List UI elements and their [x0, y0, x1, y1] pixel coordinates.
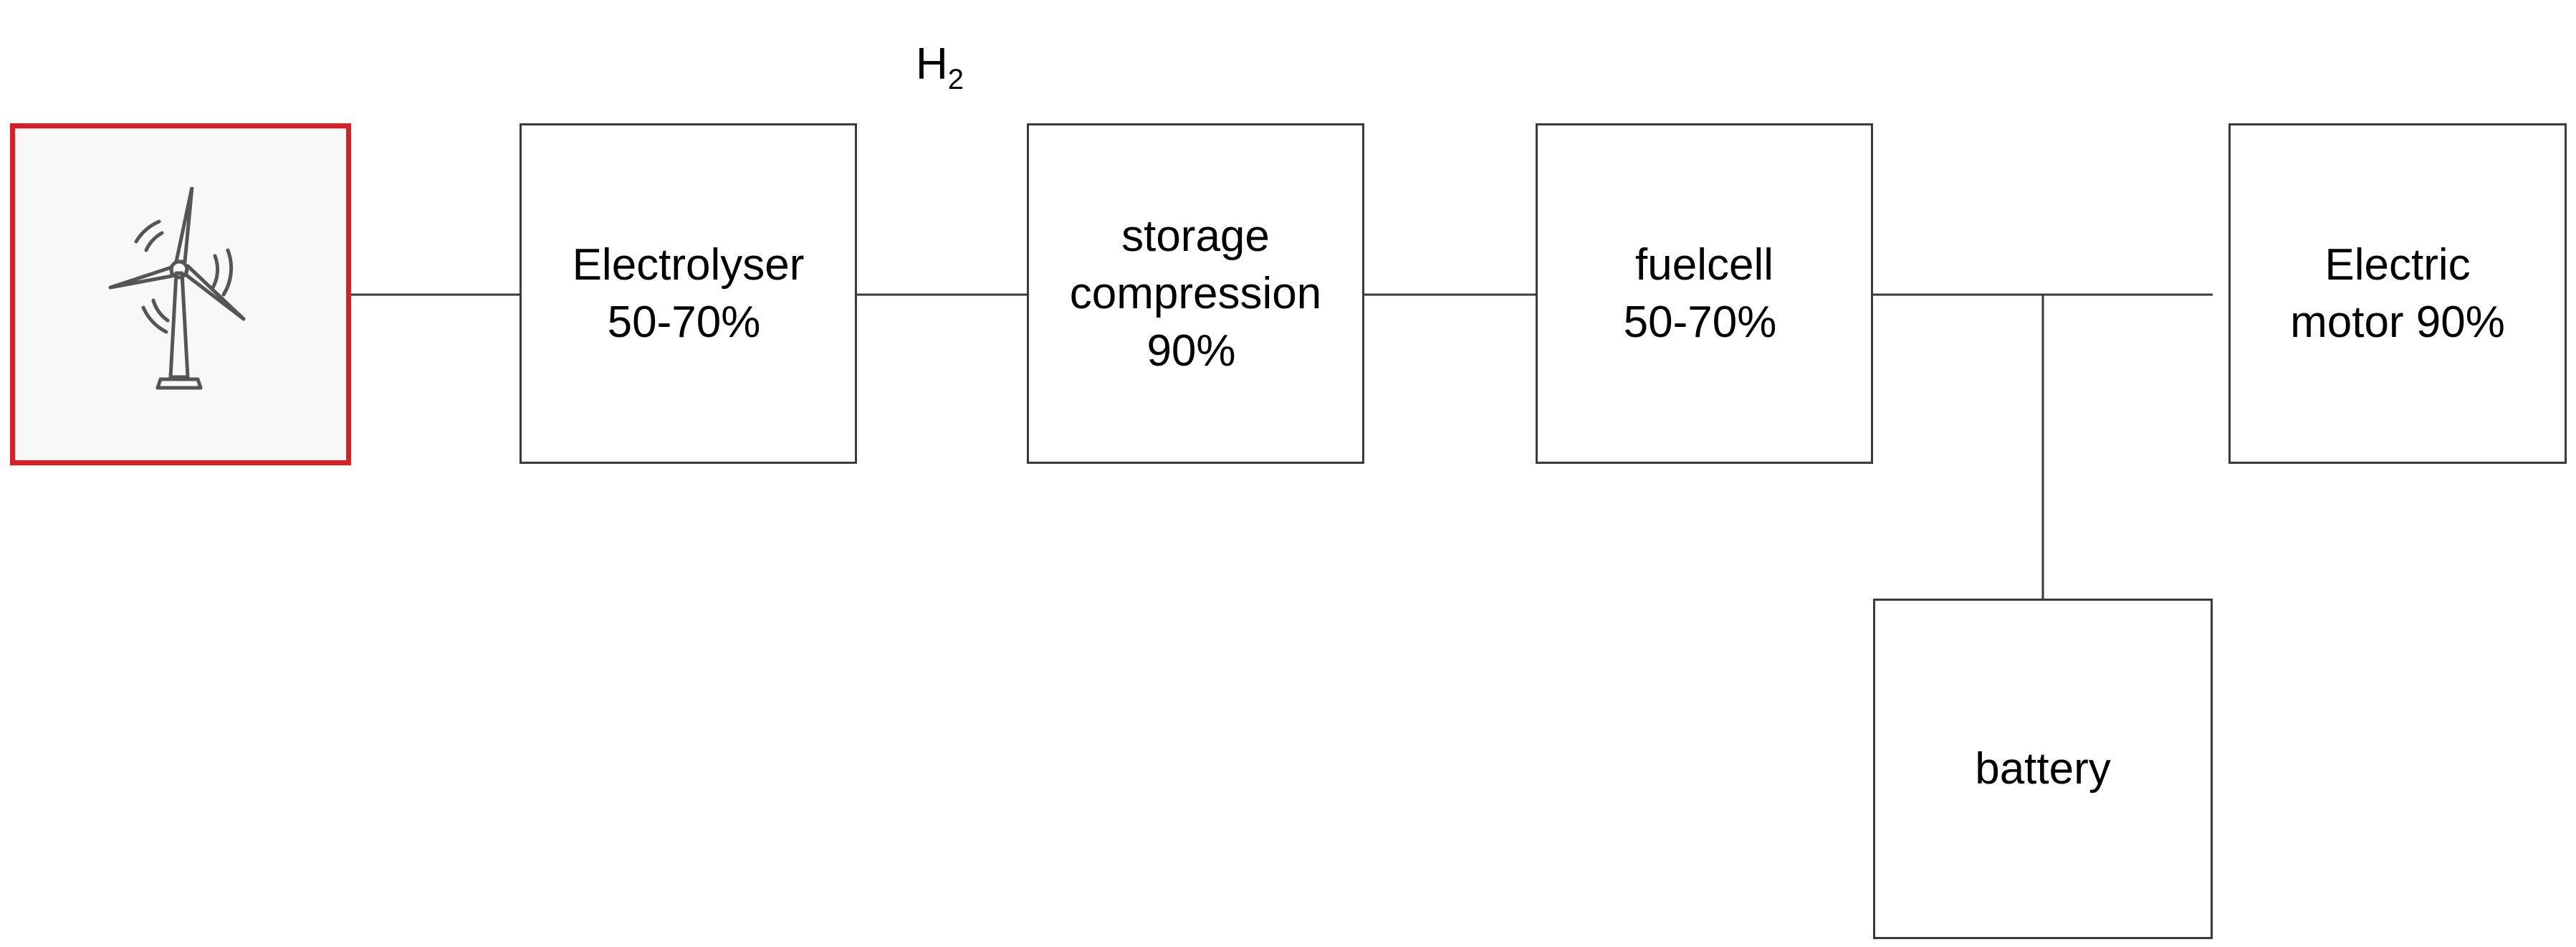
fuelcell-node: fuelcell 50-70%	[1536, 123, 1873, 464]
compression-title: compression	[1069, 268, 1322, 318]
hydrogen-label-subscript: 2	[947, 64, 964, 95]
battery-node: battery	[1873, 599, 2213, 939]
fuelcell-efficiency: 50-70%	[1623, 297, 1777, 347]
battery-title: battery	[1975, 743, 2111, 794]
hydrogen-label-base: H	[916, 39, 948, 89]
wind-turbine-source	[10, 123, 351, 465]
electric-motor-node: Electric motor 90%	[2228, 123, 2567, 464]
electrolyser-title: Electrolyser	[572, 239, 805, 290]
storage-compression-node: storage compression 90%	[1027, 123, 1364, 464]
storage-title: storage	[1121, 211, 1270, 261]
motor-title: Electric	[2324, 239, 2471, 290]
motor-efficiency: motor 90%	[2290, 297, 2505, 347]
hydrogen-label: H2	[916, 36, 964, 108]
electrolyser-node: Electrolyser 50-70%	[519, 123, 857, 464]
electrolyser-efficiency: 50-70%	[607, 297, 761, 347]
fuelcell-title: fuelcell	[1635, 239, 1773, 290]
storage-efficiency: 90%	[1146, 325, 1236, 376]
wind-turbine-icon	[108, 186, 246, 389]
